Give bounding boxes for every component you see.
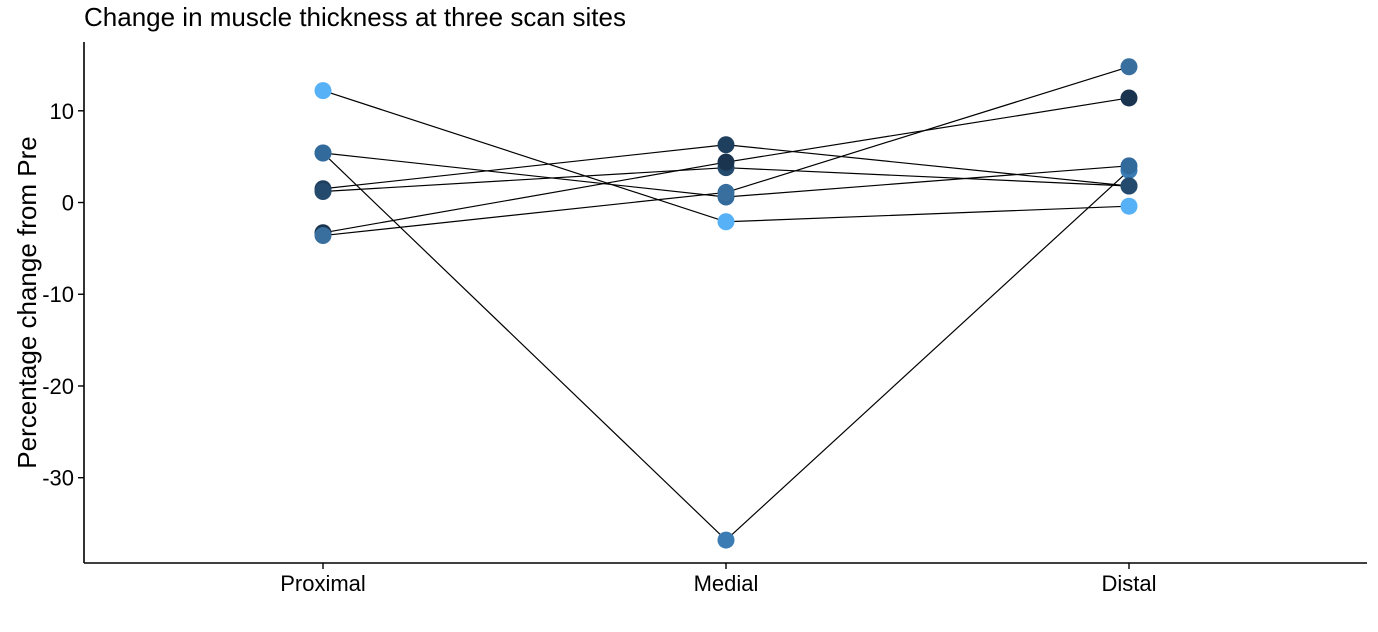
x-tick-label: Medial [694,571,759,596]
chart-title: Change in muscle thickness at three scan… [84,2,626,32]
data-point [717,213,735,231]
data-point [717,183,735,201]
y-tick-label: -20 [42,374,74,399]
y-axis-title: Percentage change from Pre [12,136,42,468]
data-points [314,58,1138,549]
x-tick-label: Distal [1101,571,1156,596]
data-point [1120,157,1138,175]
data-point [314,183,332,201]
data-point [1120,177,1138,195]
data-point [1120,197,1138,215]
data-point [314,82,332,100]
y-tick-label: -10 [42,282,74,307]
x-tick-label: Proximal [280,571,366,596]
data-point [717,136,735,154]
data-point [314,144,332,162]
data-point [717,531,735,549]
y-axis-ticks: 10 0 -10 -20 -30 [42,99,84,491]
x-axis-ticks: Proximal Medial Distal [280,563,1157,596]
y-tick-label: 10 [50,99,74,124]
data-point [717,153,735,171]
y-tick-label: -30 [42,466,74,491]
y-tick-label: 0 [62,191,74,216]
data-point [314,227,332,245]
data-point [1120,58,1138,76]
data-point [1120,89,1138,107]
